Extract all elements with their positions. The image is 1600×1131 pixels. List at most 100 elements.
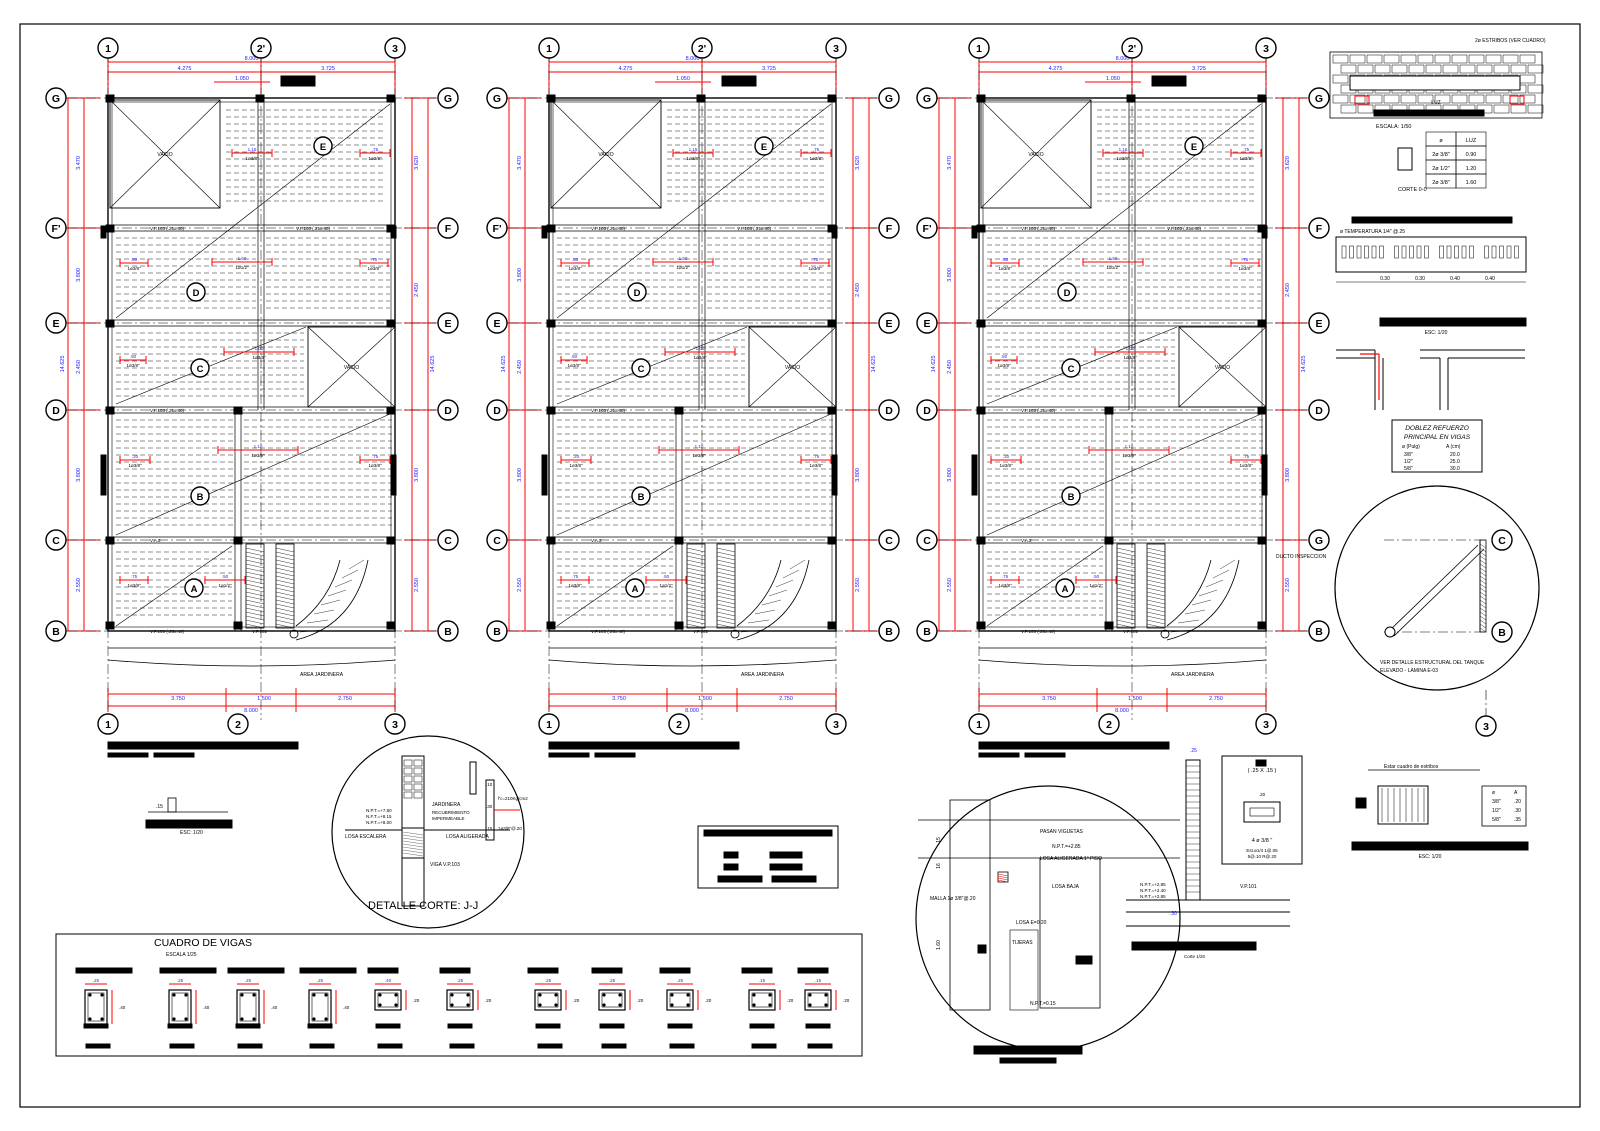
brick bbox=[1527, 64, 1544, 74]
rebar-spec: 1ø3/8" bbox=[252, 355, 266, 360]
viga-note-block bbox=[85, 1043, 111, 1049]
dim-bottom-mid-text: 1.500 bbox=[698, 696, 712, 702]
viga-note-block bbox=[751, 1043, 777, 1049]
slab-mark-E-circle bbox=[1184, 136, 1204, 156]
jj-label: JARDINERA bbox=[432, 802, 461, 808]
stair-hatch bbox=[275, 619, 295, 625]
stair-hatch bbox=[245, 599, 265, 605]
dim-top-mid-text: 1.050 bbox=[676, 76, 690, 82]
dim-right-text: 3.620 bbox=[1285, 156, 1291, 170]
grid-row-right-3-label: D bbox=[444, 405, 452, 417]
stair-step bbox=[320, 599, 341, 606]
stair-curve bbox=[1166, 559, 1240, 641]
rebar-spec: 1ø3/8" bbox=[128, 463, 142, 468]
column bbox=[546, 224, 556, 233]
grid-row-right-1-circle bbox=[878, 217, 900, 239]
void-label: VACIO bbox=[598, 152, 613, 158]
stair-hatch bbox=[275, 591, 295, 597]
beam-label: V.P.103 (.25x.40) bbox=[150, 408, 185, 413]
stair-hatch bbox=[245, 607, 265, 613]
rebar-spec: 1ø3/8" bbox=[1116, 156, 1130, 161]
dim-total-top-text: 8.000 bbox=[1116, 56, 1130, 62]
stair-hatch bbox=[245, 619, 265, 625]
grid-row-right-3-circle bbox=[878, 399, 900, 421]
tank-hatch bbox=[1479, 579, 1487, 585]
grid-row-left-1-circle bbox=[45, 217, 67, 239]
slab-diagonal bbox=[556, 103, 832, 319]
tank-hatch bbox=[1479, 567, 1487, 573]
rebar-spec: 1ø3/8" bbox=[126, 363, 140, 368]
grid-col-bottom-0-label: 1 bbox=[976, 719, 982, 731]
jj-label: RECUBRIMIENTO bbox=[432, 810, 470, 815]
jj-level: N.P.T.=+7.80 bbox=[366, 808, 392, 813]
jj-dim: .15 bbox=[486, 826, 493, 831]
grid-row-right-0-circle bbox=[1308, 87, 1330, 109]
column bbox=[976, 319, 986, 328]
column bbox=[1257, 621, 1267, 630]
jj-label: LOSA ALIGERADA bbox=[446, 834, 489, 840]
column bbox=[827, 94, 837, 103]
stair-hatch bbox=[686, 615, 706, 621]
stair-step bbox=[761, 599, 782, 606]
stair-hatch bbox=[275, 575, 295, 581]
stair-small-cell: 3/8" bbox=[1492, 799, 1501, 805]
rebar-spec: 1ø3/8" bbox=[568, 266, 582, 271]
viga-height: .20 bbox=[843, 998, 850, 1003]
stair-step bbox=[306, 619, 329, 624]
column bbox=[1104, 536, 1114, 545]
jj-beam-hatch bbox=[402, 834, 424, 839]
viga-stirrup bbox=[751, 992, 773, 1008]
stair-hatch bbox=[1146, 615, 1166, 621]
grid-row-right-1-label: F bbox=[445, 223, 452, 235]
slab-mark-B-label: B bbox=[197, 492, 204, 503]
brick bbox=[1349, 94, 1366, 104]
stair-hatch bbox=[1116, 615, 1136, 621]
stair-hatch bbox=[1116, 571, 1136, 577]
grid-row-left-2-label: E bbox=[923, 318, 930, 330]
brick bbox=[1391, 64, 1408, 74]
viga-height: .40 bbox=[203, 1005, 210, 1010]
grid-row-right-4-label: C bbox=[444, 535, 452, 547]
stair-small-cell: .20 bbox=[1514, 799, 1521, 805]
slab-mark-D-label: D bbox=[1064, 288, 1071, 299]
viga-note-block bbox=[169, 1043, 195, 1049]
jj-dim: .30 bbox=[486, 804, 493, 809]
grid-row-left-5-label: B bbox=[493, 626, 501, 638]
jj-beam-hatch bbox=[402, 852, 424, 857]
temp-dim: 0.40 bbox=[1450, 276, 1460, 282]
section-00-title-block bbox=[1373, 109, 1485, 117]
viga-note-block bbox=[83, 1023, 109, 1029]
small-detail-base bbox=[145, 819, 233, 829]
grid-row-right-5-circle bbox=[437, 620, 459, 642]
temp-dim: 0.30 bbox=[1415, 276, 1425, 282]
viga-title-block bbox=[439, 967, 471, 974]
viga-height: .20 bbox=[787, 998, 794, 1003]
grid-col-top-1-circle bbox=[250, 37, 272, 59]
stair-step bbox=[341, 569, 359, 579]
stair-hatch bbox=[1146, 607, 1166, 613]
grid-col-bottom-0-circle bbox=[538, 713, 560, 735]
viga-height: .40 bbox=[119, 1005, 126, 1010]
stair-hatch bbox=[245, 551, 265, 557]
jj-brick bbox=[403, 791, 413, 799]
stair-hatch bbox=[275, 551, 295, 557]
viga-section bbox=[666, 989, 694, 1011]
stair-step bbox=[768, 589, 788, 597]
small-detail-scale: ESC: 1/20 bbox=[180, 830, 203, 836]
viga-bar bbox=[824, 1003, 828, 1007]
rebar-spec: 1ø1/2" bbox=[218, 583, 232, 588]
stair-hatch bbox=[686, 567, 706, 573]
stair-hatch bbox=[1116, 607, 1136, 613]
grid-col-bottom-0-circle bbox=[97, 713, 119, 735]
section-00-scale: ESCALA: 1/50 bbox=[1376, 124, 1411, 130]
viga-note-block bbox=[449, 1043, 475, 1049]
viga-title-block bbox=[591, 967, 623, 974]
rebar-dim: .50 bbox=[222, 574, 229, 579]
jj-beam-hatch bbox=[402, 846, 424, 851]
rebar-dim: .20 bbox=[1003, 454, 1010, 459]
tank-hatch bbox=[1479, 611, 1487, 617]
grid-row-left-3-label: D bbox=[493, 405, 501, 417]
stair-hatch bbox=[1116, 599, 1136, 605]
dim-left-text: 2.450 bbox=[76, 360, 82, 374]
temp-rib bbox=[1461, 245, 1467, 259]
